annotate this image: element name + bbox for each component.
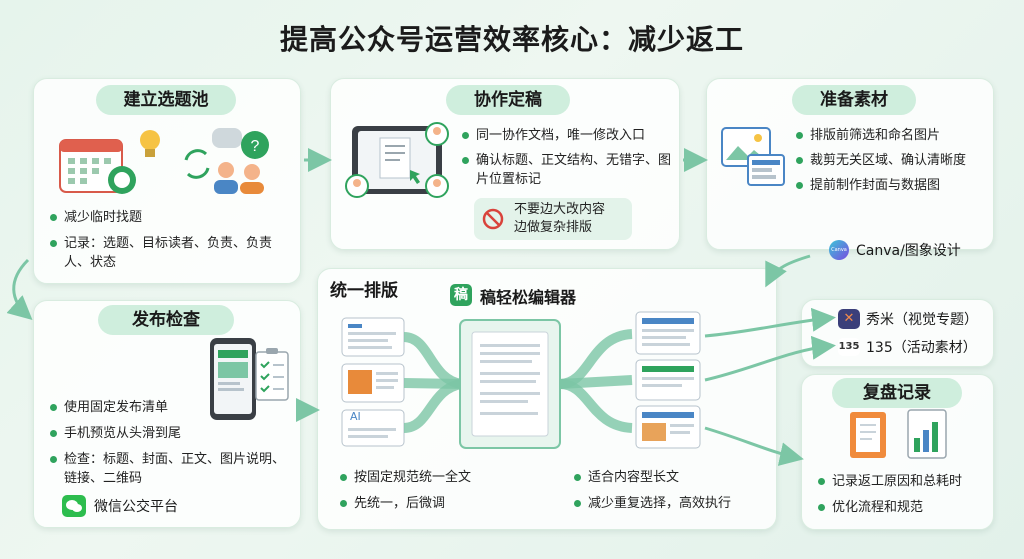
review-bullets: 记录返工原因和总耗时 优化流程和规范 — [818, 472, 993, 524]
materials-heading: 准备素材 — [792, 85, 916, 115]
card-publish-check — [33, 300, 301, 528]
layout-bullets-left: 按固定规范统一全文 先统一，后微调 — [340, 468, 560, 520]
layout-bullets-right: 适合内容型长文 减少重复选择，高效执行 — [574, 468, 769, 520]
collab-bullet: 同一协作文档，唯一修改入口 — [462, 126, 677, 145]
canva-logo-icon: Canva — [829, 240, 849, 260]
review-heading: 复盘记录 — [832, 378, 962, 408]
layout-bullet: 先统一，后微调 — [340, 494, 560, 513]
collab-warning-box: 不要边大改内容 边做复杂排版 — [474, 198, 632, 240]
wechat-platform-label: 微信公交平台 — [94, 499, 178, 515]
t135-logo-icon: 135 — [838, 338, 860, 356]
layout-bullet: 适合内容型长文 — [574, 468, 769, 487]
editor-name: 稿轻松编辑器 — [480, 288, 577, 307]
layout-heading: 统一排版 — [330, 281, 398, 301]
source-ai-label: AI — [350, 410, 361, 423]
xiumi-tool-label: 秀米（视觉专题） — [866, 312, 978, 328]
collab-bullet: 确认标题、正文结构、无错字、图片位置标记 — [462, 151, 677, 189]
collab-heading: 协作定稿 — [446, 85, 570, 115]
materials-bullet: 排版前筛选和命名图片 — [796, 126, 991, 145]
t135-tool-label: 135（活动素材） — [866, 340, 977, 356]
editor-logo-icon: 稿 — [450, 284, 472, 306]
layout-bullet: 减少重复选择，高效执行 — [574, 494, 769, 513]
collab-bullets: 同一协作文档，唯一修改入口 确认标题、正文结构、无错字、图片位置标记 — [462, 126, 677, 195]
publish-check-bullet: 检查：标题、封面、正文、图片说明、链接、二维码 — [50, 450, 290, 488]
publish-check-bullets: 使用固定发布清单 手机预览从头滑到尾 检查：标题、封面、正文、图片说明、链接、二… — [50, 398, 290, 495]
canva-tool-label: Canva/图象设计 — [856, 243, 961, 259]
topic-pool-bullets: 减少临时找题 记录：选题、目标读者、负责、负责人、状态 — [50, 208, 285, 279]
no-entry-icon — [482, 208, 504, 230]
wechat-icon — [62, 495, 86, 517]
review-bullet: 优化流程和规范 — [818, 498, 993, 517]
layout-bullet: 按固定规范统一全文 — [340, 468, 560, 487]
materials-bullet: 裁剪无关区域、确认清晰度 — [796, 151, 991, 170]
publish-check-bullet: 使用固定发布清单 — [50, 398, 290, 417]
xiumi-logo-icon: ✕ — [838, 309, 860, 329]
review-bullet: 记录返工原因和总耗时 — [818, 472, 993, 491]
page-title: 提高公众号运营效率核心：减少返工 — [279, 23, 744, 56]
arrow-topic-to-publish — [6, 258, 33, 320]
materials-bullet: 提前制作封面与数据图 — [796, 176, 991, 195]
publish-check-heading: 发布检查 — [98, 305, 234, 335]
topic-pool-bullet: 减少临时找题 — [50, 208, 285, 227]
publish-check-bullet: 手机预览从头滑到尾 — [50, 424, 290, 443]
collab-warning-line: 边做复杂排版 — [514, 220, 593, 235]
topic-pool-bullet: 记录：选题、目标读者、负责、负责人、状态 — [50, 234, 285, 272]
materials-bullets: 排版前筛选和命名图片 裁剪无关区域、确认清晰度 提前制作封面与数据图 — [796, 126, 991, 201]
collab-warning-line: 不要边大改内容 — [514, 202, 606, 217]
topic-pool-heading: 建立选题池 — [96, 85, 236, 115]
